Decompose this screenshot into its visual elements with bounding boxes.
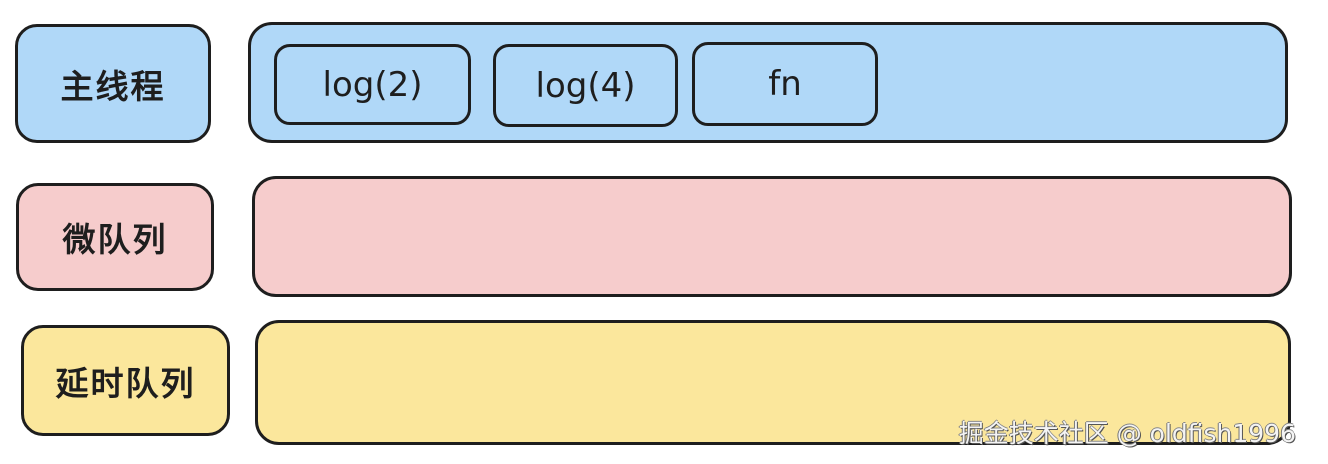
microtask-queue-lane — [252, 176, 1292, 297]
watermark: 掘金技术社区 @ oldfish1996 — [958, 419, 1296, 448]
task-fn: fn — [692, 42, 878, 126]
task-log-4: log(4) — [493, 44, 678, 127]
delay-queue-label: 延时队列 — [55, 363, 196, 403]
main-thread-label-box: 主线程 — [15, 24, 211, 143]
microtask-queue-label: 微队列 — [62, 220, 168, 259]
microtask-queue-label-box: 微队列 — [16, 183, 214, 291]
task-fn-label: fn — [768, 64, 802, 104]
task-log-2: log(2) — [274, 44, 471, 125]
task-log-2-label: log(2) — [322, 64, 423, 105]
task-log-4-label: log(4) — [535, 65, 636, 106]
delay-queue-label-box: 延时队列 — [21, 325, 230, 436]
main-thread-label: 主线程 — [60, 66, 166, 106]
delay-queue-lane — [255, 320, 1291, 445]
